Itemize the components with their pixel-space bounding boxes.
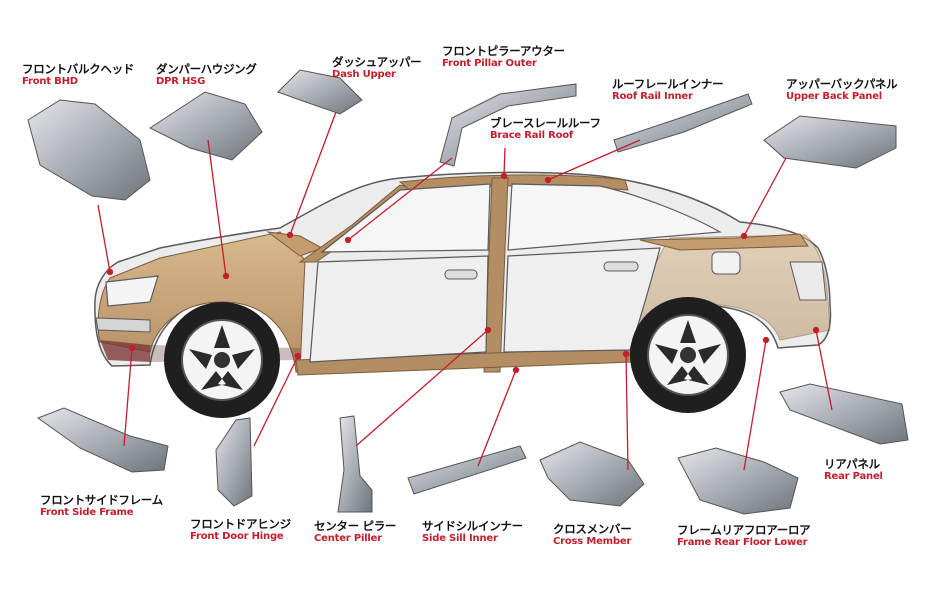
headlight	[105, 275, 159, 307]
center-piller-part	[337, 415, 373, 513]
dash-upper-part	[277, 69, 363, 115]
label-en: Front Pillar Outer	[442, 58, 537, 70]
rear-door	[503, 247, 661, 353]
upper-back-panel-part	[763, 115, 897, 169]
label-jp: フロントバルクヘッド	[22, 62, 134, 76]
label-dash-upper: ダッシュアッパー Dash Upper	[332, 55, 422, 81]
label-en: Roof Rail Inner	[612, 91, 693, 103]
side-sill-inner-part	[407, 445, 527, 495]
label-jp: サイドシルインナー	[422, 519, 523, 533]
label-en: DPR HSG	[156, 76, 206, 88]
label-jp: ダッシュアッパー	[332, 55, 422, 69]
front-door	[309, 255, 489, 363]
label-jp: ルーフレールインナー	[612, 77, 724, 91]
car-illustration	[94, 171, 832, 418]
front-door-hinge-part	[215, 417, 253, 507]
rear-body-panel	[639, 233, 809, 251]
label-jp: ブレースレールルーフ	[490, 116, 601, 130]
label-rear-panel: リアパネル Rear Panel	[824, 457, 883, 483]
front-grille	[95, 317, 151, 333]
label-jp: センター ピラー	[314, 519, 397, 533]
label-en: Cross Member	[553, 536, 632, 548]
label-front-side-frame: フロントサイドフレーム Front Side Frame	[40, 493, 163, 519]
label-dpr-hsg: ダンパーハウジング DPR HSG	[156, 62, 257, 88]
rear-wheel	[630, 297, 746, 413]
roof-rail-inner-part	[613, 93, 753, 153]
front-window	[320, 183, 491, 253]
label-cross-member: クロスメンバー Cross Member	[553, 522, 632, 548]
front-bhd-part	[27, 99, 151, 201]
label-en: Center Piller	[314, 533, 382, 545]
label-jp: ダンパーハウジング	[156, 62, 257, 76]
label-upper-back-panel: アッパーバックパネル Upper Back Panel	[786, 77, 898, 103]
label-en: Rear Panel	[824, 471, 883, 483]
front-lower-dark	[100, 340, 150, 362]
dpr-hsg-part	[148, 91, 263, 161]
label-en: Front BHD	[22, 76, 78, 88]
label-en: Front Door Hinge	[190, 531, 284, 543]
fuel-lid	[711, 251, 741, 275]
frame-rear-floor-lower-part	[677, 447, 799, 515]
label-en: Upper Back Panel	[786, 91, 882, 103]
front-door-handle	[444, 269, 478, 280]
label-roof-rail-inner: ルーフレールインナー Roof Rail Inner	[612, 77, 724, 103]
label-center-piller: センター ピラー Center Piller	[314, 519, 397, 545]
label-jp: フロントピラーアウター	[442, 44, 565, 58]
leader-lines	[97, 111, 833, 471]
label-jp: アッパーバックパネル	[786, 77, 898, 91]
rear-window	[507, 183, 722, 251]
label-jp: フレームリアフロアーロア	[677, 523, 811, 537]
label-jp: クロスメンバー	[553, 522, 632, 536]
label-en: Frame Rear Floor Lower	[677, 537, 808, 549]
front-pillar-outer-part	[439, 83, 577, 167]
label-en: Dash Upper	[332, 69, 396, 81]
rear-door-handle	[603, 261, 639, 272]
label-jp: フロントサイドフレーム	[40, 493, 163, 507]
part-thumbnails	[27, 69, 909, 515]
label-en: Front Side Frame	[40, 507, 134, 519]
label-en: Brace Rail Roof	[490, 130, 574, 142]
label-frame-rear-floor-lower: フレームリアフロアーロア Frame Rear Floor Lower	[677, 523, 811, 549]
tail-light	[789, 261, 827, 301]
label-front-bhd: フロントバルクヘッド Front BHD	[22, 62, 134, 88]
label-jp: フロントドアヒンジ	[190, 517, 291, 531]
rear-panel-part	[779, 383, 909, 445]
label-brace-rail-roof: ブレースレールルーフ Brace Rail Roof	[490, 116, 601, 142]
label-jp: リアパネル	[824, 457, 880, 471]
front-side-frame-part	[36, 407, 169, 473]
label-front-pillar-outer: フロントピラーアウター Front Pillar Outer	[442, 44, 565, 70]
label-side-sill-inner: サイドシルインナー Side Sill Inner	[422, 519, 523, 545]
cross-member-part	[539, 441, 645, 507]
label-front-door-hinge: フロントドアヒンジ Front Door Hinge	[190, 517, 291, 543]
front-wheel	[164, 302, 280, 418]
label-en: Side Sill Inner	[422, 533, 498, 545]
